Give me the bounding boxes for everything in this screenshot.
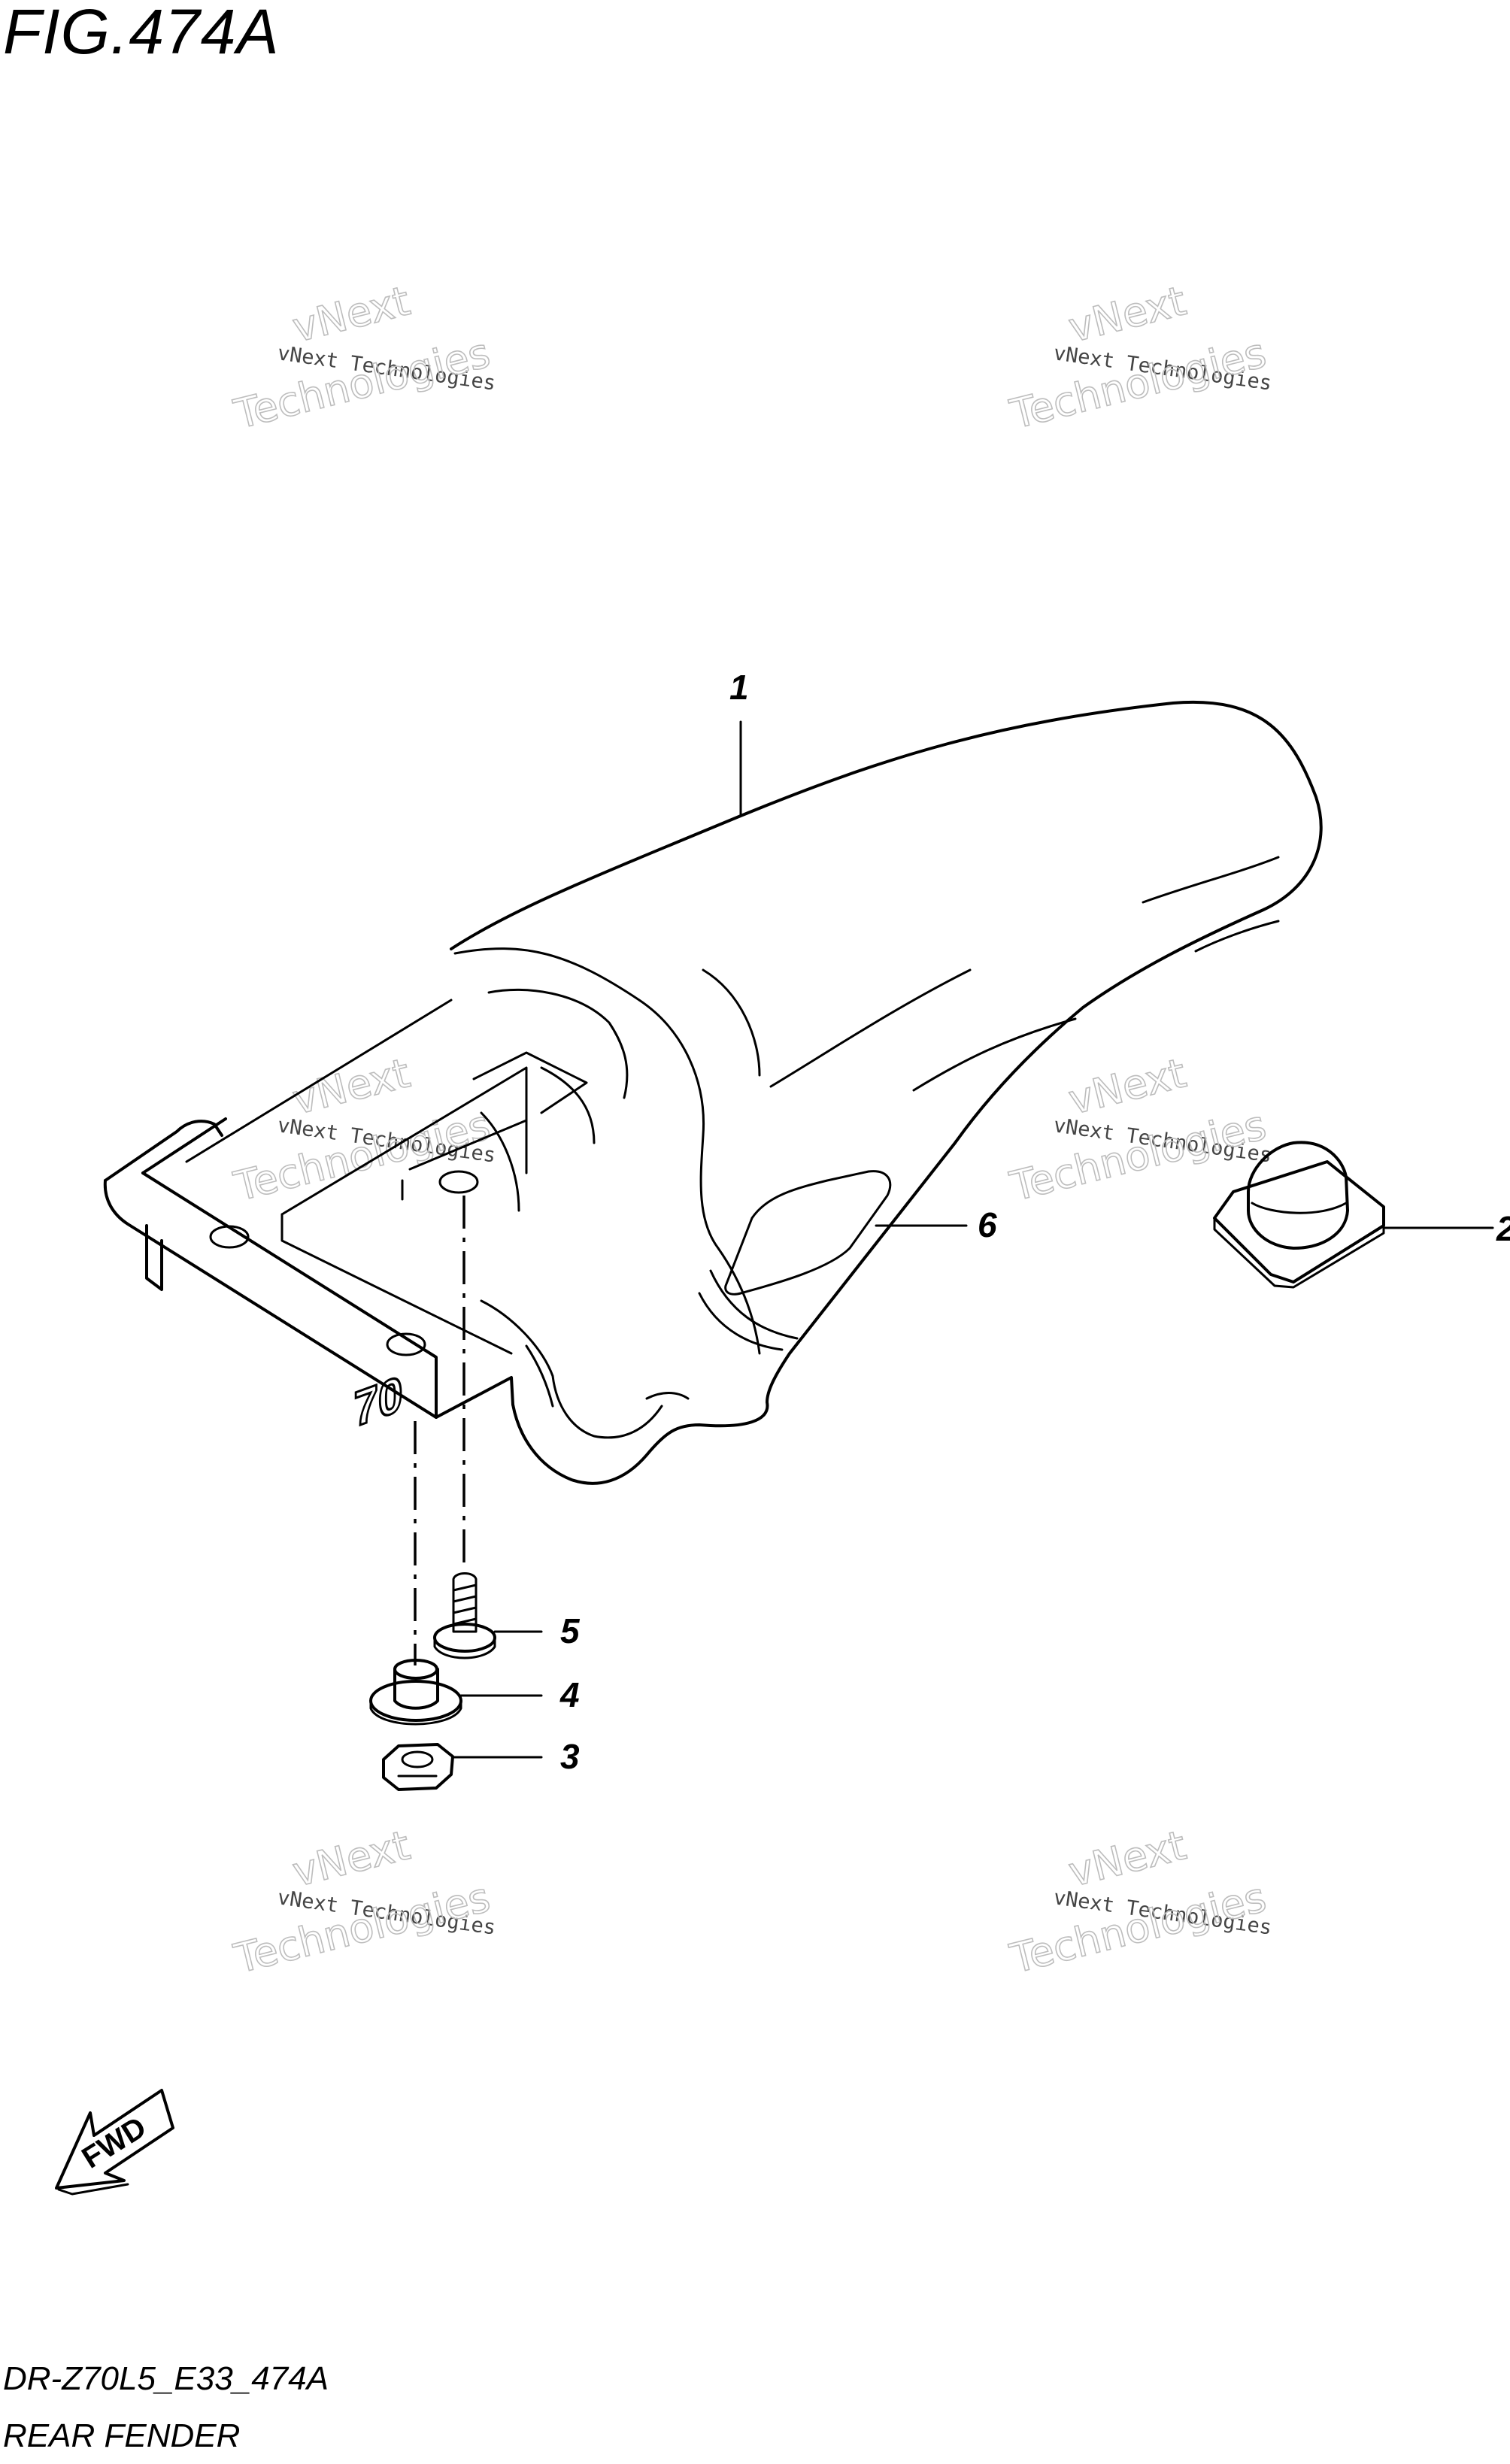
- svg-text:vNext: vNext: [288, 277, 414, 351]
- rubber-cap-part: [1213, 1141, 1385, 1289]
- section-name: REAR FENDER: [3, 2417, 241, 2454]
- fwd-arrow-icon: FWD: [55, 2089, 174, 2196]
- figure-title: FIG.474A: [3, 0, 280, 67]
- svg-text:Technologies: Technologies: [229, 1102, 495, 1211]
- svg-text:Technologies: Technologies: [1005, 1874, 1271, 1983]
- svg-text:Technologies: Technologies: [229, 329, 495, 438]
- svg-text:vNext: vNext: [1064, 277, 1190, 351]
- svg-text:vNext: vNext: [1064, 1049, 1190, 1123]
- callout-3: 3: [560, 1737, 580, 1776]
- svg-text:Technologies: Technologies: [229, 1874, 495, 1983]
- callout-4: 4: [559, 1675, 580, 1714]
- callout-2: 2: [1496, 1209, 1510, 1248]
- callout-6: 6: [978, 1205, 997, 1244]
- watermark-mid-right: vNext Technologies vNext Technologies: [1005, 1049, 1273, 1211]
- callout-5: 5: [560, 1611, 581, 1650]
- collar-part: [369, 1659, 462, 1726]
- watermark-bottom-left: vNext Technologies vNext Technologies: [229, 1821, 497, 1984]
- nut-part: [382, 1743, 454, 1791]
- watermark-mid-left: vNext Technologies vNext Technologies: [229, 1049, 497, 1211]
- callout-1: 1: [729, 668, 749, 707]
- decal-text: 70: [354, 1365, 403, 1438]
- watermark-top-right: vNext Technologies vNext Technologies: [1005, 277, 1273, 439]
- bolt-part: [433, 1572, 496, 1659]
- svg-text:vNext: vNext: [1064, 1821, 1190, 1896]
- svg-text:Technologies: Technologies: [1005, 329, 1271, 438]
- svg-text:vNext: vNext: [288, 1821, 414, 1896]
- mounting-bracket: [103, 999, 588, 1419]
- watermark-top-left: vNext Technologies vNext Technologies: [229, 277, 497, 439]
- rear-fender-part: [450, 700, 1323, 1485]
- decal-part: 70: [353, 1170, 892, 1439]
- watermark-bottom-right: vNext Technologies vNext Technologies: [1005, 1821, 1273, 1984]
- model-code: DR-Z70L5_E33_474A: [3, 2360, 329, 2397]
